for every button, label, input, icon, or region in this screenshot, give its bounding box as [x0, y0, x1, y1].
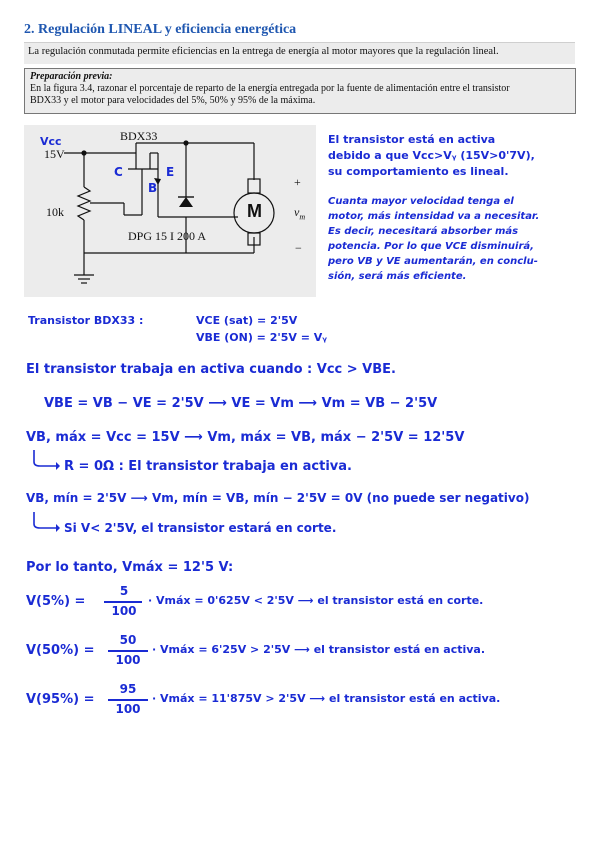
- diode-label: DPG 15 I 200 A: [128, 229, 207, 243]
- hook-arrow-2: [33, 512, 60, 532]
- eq3-lhs: V(95%) =: [26, 692, 95, 707]
- transistor-label: BDX33: [120, 129, 158, 143]
- b-annotation: B: [148, 181, 158, 195]
- eq3-rhs: · Vmáx = 11'875V > 2'5V ⟶ el transistor …: [152, 692, 501, 705]
- prep-line-1: En la figura 3.4, razonar el porcentaje …: [30, 83, 510, 94]
- note-side-5: motor, más intensidad va a necesitar.: [328, 211, 540, 222]
- eq2-rhs: · Vmáx = 6'25V > 2'5V ⟶ el transistor es…: [152, 643, 486, 656]
- note-side-3: su comportamiento es lineal.: [328, 165, 509, 178]
- eq2-numerator: 50: [119, 633, 137, 647]
- c-annotation: C: [114, 165, 123, 179]
- vce-sat: VCE (sat) = 2'5V: [196, 314, 298, 327]
- vbe-equation: VBE = VB − VE = 2'5V ⟶ VE = Vm ⟶ Vm = VB…: [44, 396, 438, 411]
- note-side-1: El transistor está en activa: [328, 133, 496, 146]
- eq2-fraction-bar: [108, 650, 148, 652]
- vcc-annotation: Vcc: [40, 135, 62, 148]
- note-side-8: pero VB y VE aumentarán, en conclu-: [328, 256, 538, 267]
- intro-text: La regulación conmutada permite eficienc…: [28, 46, 499, 57]
- r-zero-note: R = 0Ω : El transistor trabaja en activa…: [64, 459, 352, 474]
- note-side-7: potencia. Por lo que VCE disminuirá,: [328, 241, 534, 252]
- vb-min-equation: VB, mín = 2'5V ⟶ Vm, mín = VB, mín − 2'5…: [26, 491, 530, 505]
- eq1-rhs: · Vmáx = 0'625V < 2'5V ⟶ el transistor e…: [148, 594, 484, 607]
- eq2-lhs: V(50%) =: [26, 643, 95, 658]
- minus-sign: −: [295, 241, 302, 255]
- intro-band: La regulación conmutada permite eficienc…: [24, 42, 575, 64]
- v-below-threshold: Si V< 2'5V, el transistor estará en cort…: [64, 521, 337, 535]
- section-title: 2. Regulación LINEAL y eficiencia energé…: [24, 22, 297, 37]
- resistor-label: 10k: [46, 205, 64, 219]
- e-annotation: E: [166, 165, 175, 179]
- vm-label: vm: [294, 205, 306, 222]
- circuit-figure: 15V BDX33 10k DPG 15 I 200 A M vm + − Vc…: [24, 125, 316, 297]
- note-side-4: Cuanta mayor velocidad tenga el: [328, 196, 514, 207]
- motor-symbol: M: [247, 201, 262, 221]
- vbe-on: VBE (ON) = 2'5V = Vᵧ: [196, 331, 328, 344]
- hook-arrow-1: [33, 450, 60, 470]
- eq3-fraction-bar: [108, 699, 148, 701]
- plus-sign: +: [294, 175, 301, 189]
- prep-box: Preparación previa: En la figura 3.4, ra…: [24, 68, 576, 114]
- note-side-2: debido a que Vcc>Vᵧ (15V>0'7V),: [328, 149, 535, 162]
- active-condition: El transistor trabaja en activa cuando :…: [26, 362, 396, 377]
- eq1-fraction-bar: [104, 601, 142, 603]
- circuit-diagram: [64, 140, 275, 284]
- eq1-numerator: 5: [119, 584, 129, 598]
- vmax-statement: Por lo tanto, Vmáx = 12'5 V:: [26, 560, 234, 575]
- note-side-6: Es decir, necesitará absorber más: [328, 226, 519, 237]
- eq3-numerator: 95: [119, 682, 137, 696]
- eq3-denominator: 100: [115, 702, 141, 716]
- transistor-spec-label: Transistor BDX33 :: [28, 314, 144, 327]
- prep-title: Preparación previa:: [30, 71, 113, 82]
- prep-line-2: BDX33 y el motor para velocidades del 5%…: [30, 95, 316, 106]
- eq2-denominator: 100: [115, 653, 141, 667]
- vcc-value: 15V: [44, 147, 65, 161]
- vb-max-equation: VB, máx = Vcc = 15V ⟶ Vm, máx = VB, máx …: [26, 430, 465, 445]
- eq1-lhs: V(5%) =: [26, 594, 86, 609]
- note-side-9: sión, será más eficiente.: [328, 271, 467, 282]
- eq1-denominator: 100: [111, 604, 137, 618]
